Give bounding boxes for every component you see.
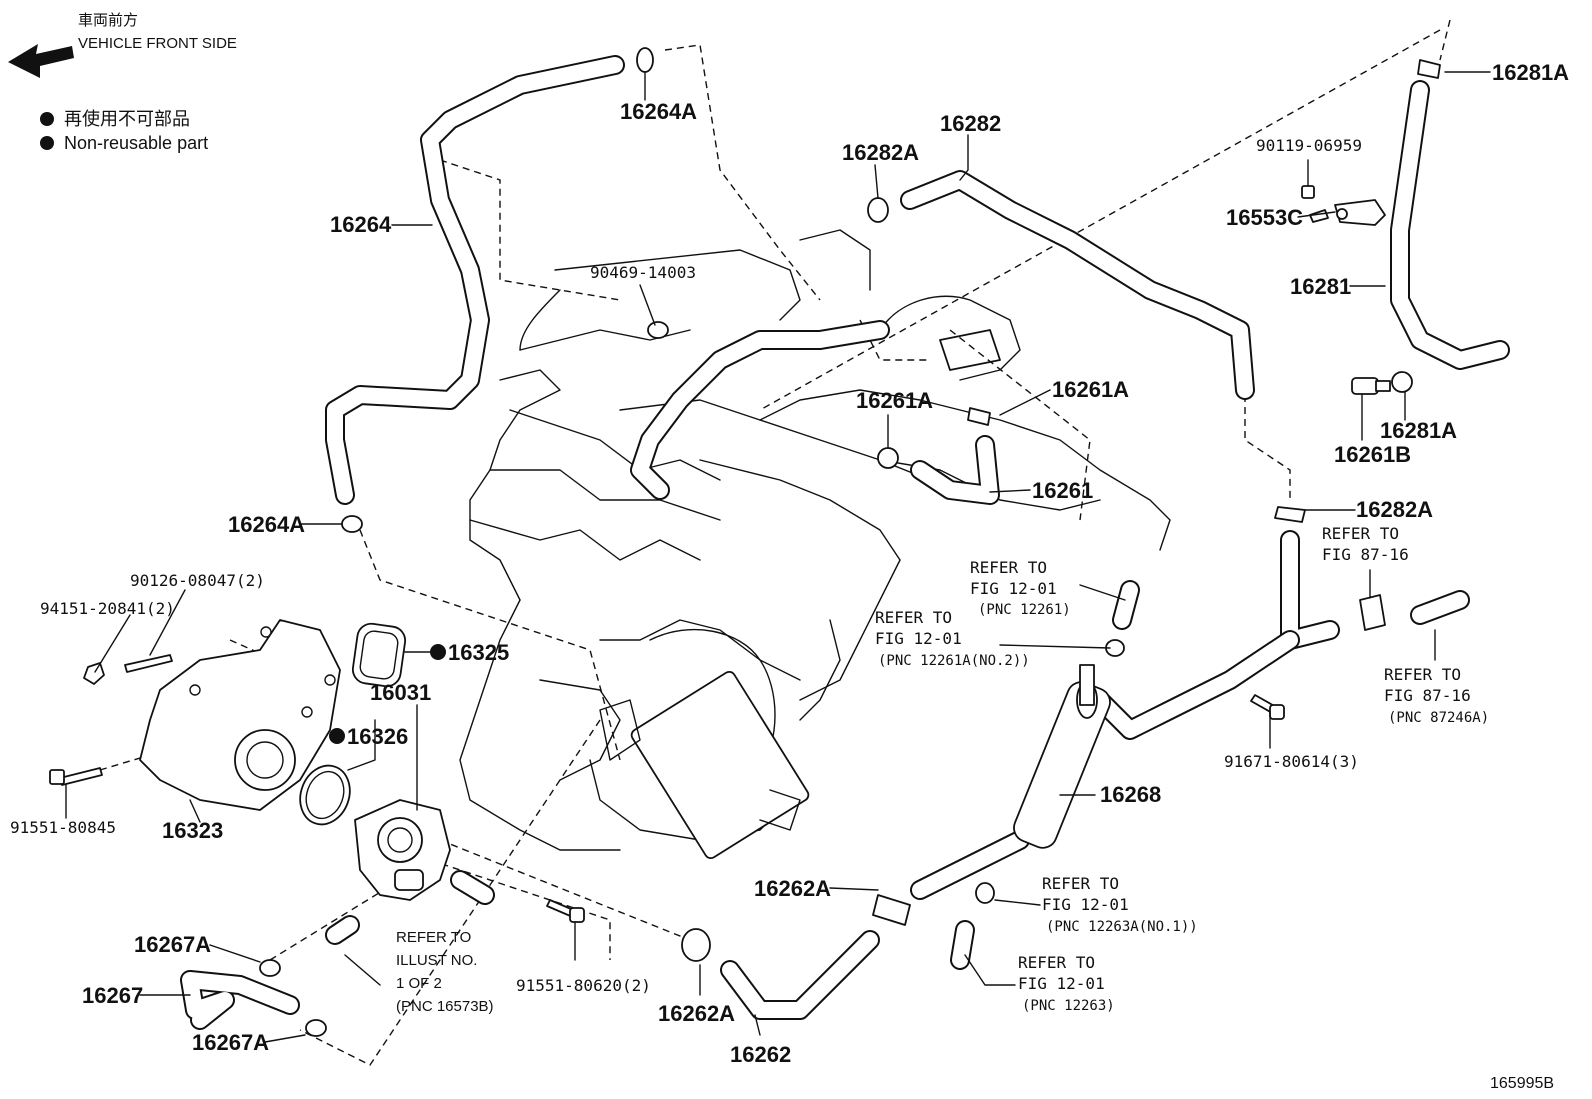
label-16261A-right: 16261A bbox=[1052, 377, 1129, 402]
svg-text:(PNC 12261A(NO.2)): (PNC 12261A(NO.2)) bbox=[878, 653, 1030, 669]
label-16281A-top: 16281A bbox=[1492, 60, 1569, 85]
legend-bullet-icon bbox=[40, 112, 54, 126]
label-91551-80845: 91551-80845 bbox=[10, 818, 116, 837]
sensor-16261B bbox=[1351, 377, 1391, 395]
svg-text:FIG 87-16: FIG 87-16 bbox=[1384, 686, 1471, 705]
clamp-16553C bbox=[1334, 199, 1386, 226]
label-16282A-bottom: 16282A bbox=[1356, 497, 1433, 522]
label-16267A-top: 16267A bbox=[134, 932, 211, 957]
svg-text:REFER TO: REFER TO bbox=[1322, 524, 1399, 543]
water-pump-housing-16323 bbox=[139, 619, 341, 811]
label-16031: 16031 bbox=[370, 680, 431, 705]
svg-text:REFER TO: REFER TO bbox=[875, 608, 952, 627]
thermostat-housing-16031 bbox=[354, 799, 451, 901]
label-16282A-top: 16282A bbox=[842, 140, 919, 165]
label-16281A-bottom: 16281A bbox=[1380, 418, 1457, 443]
direction-label-en: VEHICLE FRONT SIDE bbox=[78, 35, 237, 52]
label-16262: 16262 bbox=[730, 1042, 791, 1067]
direction-label-jp: 車両前方 bbox=[78, 12, 138, 29]
svg-text:ILLUST NO.: ILLUST NO. bbox=[396, 952, 477, 969]
part-labels: 16264A 16264 16264A 90469-14003 16282A 1… bbox=[10, 60, 1569, 1067]
hose-16267 bbox=[180, 970, 300, 1030]
reference-fig-87-16-upper: REFER TO FIG 87-16 bbox=[1322, 524, 1409, 564]
non-reusable-marker-icon bbox=[329, 728, 345, 744]
svg-text:FIG 87-16: FIG 87-16 bbox=[1322, 545, 1409, 564]
hose-16281 bbox=[1390, 80, 1510, 370]
vehicle-front-arrow bbox=[8, 44, 74, 78]
svg-text:(PNC 16573B): (PNC 16573B) bbox=[396, 998, 494, 1015]
hose-16262 bbox=[720, 930, 880, 1020]
label-16553C: 16553C bbox=[1226, 205, 1303, 230]
svg-text:REFER TO: REFER TO bbox=[1018, 953, 1095, 972]
svg-text:REFER TO: REFER TO bbox=[396, 929, 471, 946]
pipe-16268 bbox=[910, 530, 1340, 900]
ref-hoses bbox=[950, 580, 1470, 970]
svg-text:REFER TO: REFER TO bbox=[1042, 874, 1119, 893]
reference-fig-12-01-pnc-12261: REFER TO FIG 12-01 (PNC 12261) bbox=[970, 558, 1071, 618]
hose-short-16031 bbox=[325, 870, 495, 945]
reference-notes: REFER TO FIG 12-01 (PNC 12261) REFER TO … bbox=[396, 524, 1489, 1015]
label-90126-08047: 90126-08047(2) bbox=[130, 571, 265, 590]
label-16326: 16326 bbox=[347, 724, 408, 749]
label-90469-14003: 90469-14003 bbox=[590, 263, 696, 282]
hose-16282 bbox=[900, 170, 1255, 400]
o-ring-16326 bbox=[299, 764, 351, 826]
svg-text:(PNC 12263A(NO.1)): (PNC 12263A(NO.1)) bbox=[1046, 919, 1198, 935]
gasket-16325 bbox=[351, 622, 407, 688]
legend-label-en: Non-reusable part bbox=[64, 133, 208, 153]
label-16325: 16325 bbox=[448, 640, 509, 665]
svg-text:REFER TO: REFER TO bbox=[970, 558, 1047, 577]
label-16261B: 16261B bbox=[1334, 442, 1411, 467]
pipe-center bbox=[630, 320, 890, 500]
label-16281: 16281 bbox=[1290, 274, 1351, 299]
svg-text:FIG 12-01: FIG 12-01 bbox=[1042, 895, 1129, 914]
svg-text:REFER TO: REFER TO bbox=[1384, 665, 1461, 684]
svg-text:FIG 12-01: FIG 12-01 bbox=[875, 629, 962, 648]
reference-illust-1-of-2: REFER TO ILLUST NO. 1 OF 2 (PNC 16573B) bbox=[396, 929, 494, 1015]
reference-fig-87-16-pnc-87246A: REFER TO FIG 87-16 (PNC 87246A) bbox=[1384, 665, 1489, 726]
reference-fig-12-01-pnc-12263: REFER TO FIG 12-01 (PNC 12263) bbox=[1018, 953, 1115, 1014]
label-16261: 16261 bbox=[1032, 478, 1093, 503]
svg-text:FIG 12-01: FIG 12-01 bbox=[1018, 974, 1105, 993]
label-16264A-bottom: 16264A bbox=[228, 512, 305, 537]
reference-fig-12-01-pnc-12263A: REFER TO FIG 12-01 (PNC 12263A(NO.1)) bbox=[1042, 874, 1198, 935]
svg-text:(PNC 12263): (PNC 12263) bbox=[1022, 998, 1115, 1014]
label-94151-20841: 94151-20841(2) bbox=[40, 599, 175, 618]
hose-16264 bbox=[325, 55, 625, 505]
label-16264: 16264 bbox=[330, 212, 392, 237]
svg-text:1 OF 2: 1 OF 2 bbox=[396, 975, 442, 992]
label-16323: 16323 bbox=[162, 818, 223, 843]
label-16267: 16267 bbox=[82, 983, 143, 1008]
catalog-number: 165995B bbox=[1490, 1075, 1554, 1092]
bypass-pipe-16268-body bbox=[1013, 664, 1111, 849]
label-16268: 16268 bbox=[1100, 782, 1161, 807]
svg-text:(PNC 12261): (PNC 12261) bbox=[978, 602, 1071, 618]
dashed-leaders bbox=[99, 19, 1451, 1066]
label-16267A-bottom: 16267A bbox=[192, 1030, 269, 1055]
legend-label-jp: 再使用不可部品 bbox=[64, 109, 190, 129]
label-leaders bbox=[65, 71, 1491, 1043]
label-91671-80614: 91671-80614(3) bbox=[1224, 752, 1359, 771]
bolts bbox=[49, 185, 1329, 923]
svg-text:FIG 12-01: FIG 12-01 bbox=[970, 579, 1057, 598]
label-91551-80620: 91551-80620(2) bbox=[516, 976, 651, 995]
reference-fig-12-01-pnc-12261A: REFER TO FIG 12-01 (PNC 12261A(NO.2)) bbox=[875, 608, 1030, 669]
hose-16261 bbox=[910, 435, 1000, 505]
legend-bullet-icon bbox=[40, 136, 54, 150]
label-90119-06959: 90119-06959 bbox=[1256, 136, 1362, 155]
label-16282: 16282 bbox=[940, 111, 1001, 136]
svg-text:(PNC 87246A): (PNC 87246A) bbox=[1388, 710, 1489, 726]
label-16264A-top: 16264A bbox=[620, 99, 697, 124]
label-16262A-bottom: 16262A bbox=[658, 1001, 735, 1026]
non-reusable-marker-icon bbox=[430, 644, 446, 660]
label-16261A-left: 16261A bbox=[856, 388, 933, 413]
label-16262A-mid: 16262A bbox=[754, 876, 831, 901]
